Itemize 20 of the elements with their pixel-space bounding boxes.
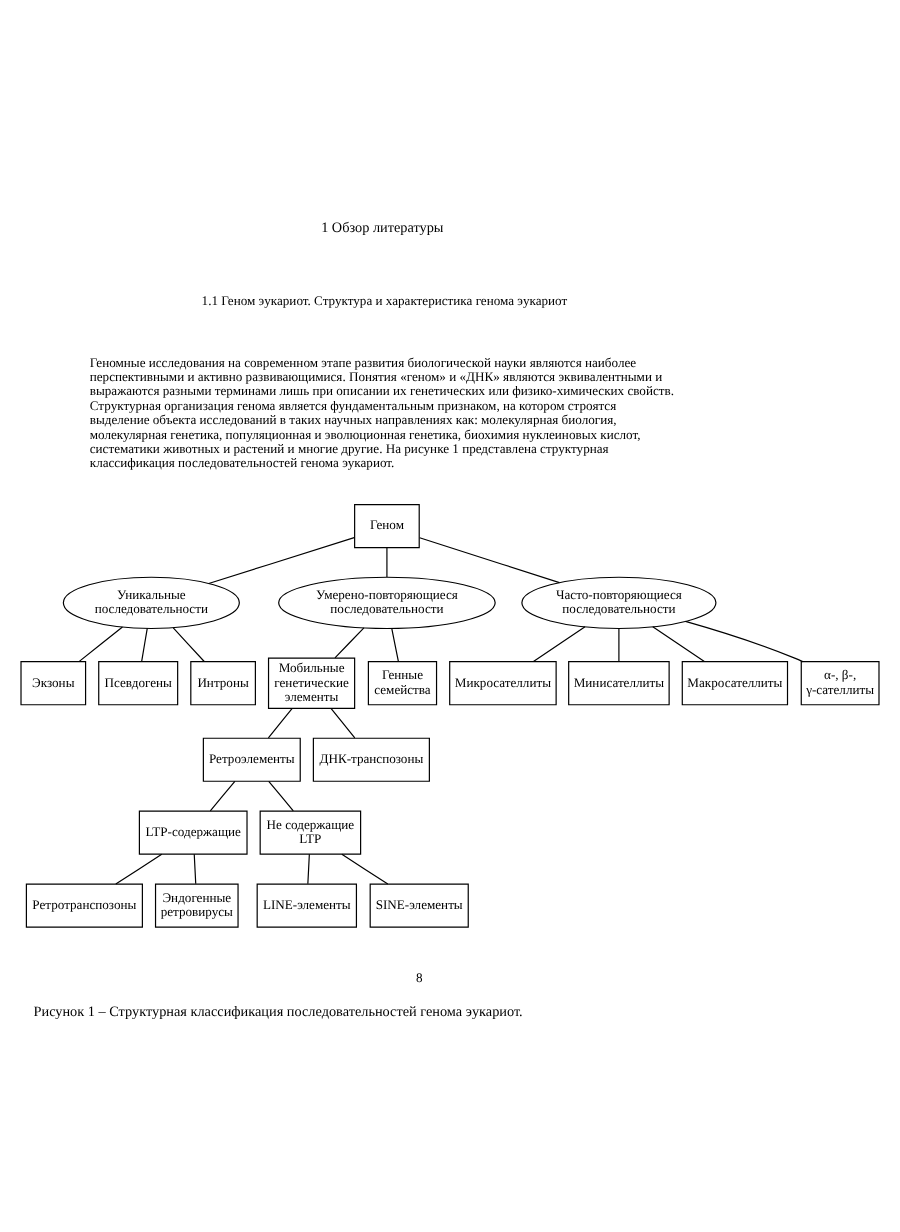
- connector: [193, 853, 197, 885]
- connector: [268, 780, 294, 812]
- connector: [532, 626, 586, 663]
- connector: [172, 627, 205, 663]
- connector: [78, 626, 124, 663]
- connector: [267, 708, 293, 739]
- connector: [391, 627, 399, 662]
- connector: [115, 853, 163, 885]
- connector: [684, 620, 804, 663]
- connector: [208, 537, 355, 585]
- connector: [386, 547, 388, 578]
- connector: [419, 537, 561, 584]
- connector: [141, 627, 148, 662]
- connector: [334, 627, 365, 659]
- connector: [209, 780, 236, 812]
- connector: [341, 853, 389, 885]
- connector: [330, 708, 356, 739]
- connector: [652, 626, 705, 663]
- connector: [618, 627, 620, 662]
- connector: [307, 853, 310, 885]
